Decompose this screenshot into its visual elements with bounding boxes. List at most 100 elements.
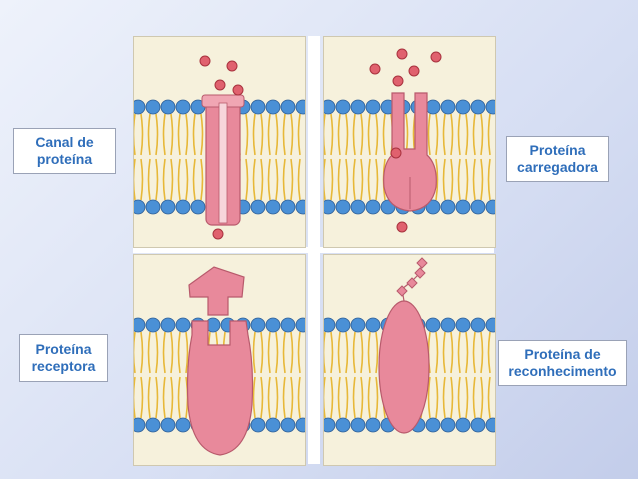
lipid-tail	[147, 376, 151, 419]
lipid-tail	[427, 376, 431, 419]
lipid-tail	[155, 113, 159, 156]
phospholipid-head	[455, 199, 471, 215]
phospholipid-head	[250, 199, 266, 215]
lipid-tail	[487, 158, 491, 201]
lipid-tail	[260, 376, 264, 419]
phospholipid-head	[470, 199, 486, 215]
lipid-tail	[367, 376, 371, 419]
lipid-tail	[330, 158, 334, 201]
lipid-tail	[192, 158, 196, 201]
lipid-tail	[245, 158, 249, 201]
lipid-tail	[487, 376, 491, 419]
lipid-tail	[375, 376, 379, 419]
lipid-tail	[177, 113, 181, 156]
phospholipid-head	[485, 99, 495, 115]
ion	[390, 147, 402, 159]
phospholipid-head	[265, 99, 281, 115]
lipid-tail	[330, 113, 334, 156]
sugar-unit	[416, 257, 428, 269]
phospholipid-head	[425, 199, 441, 215]
lipid-tail	[147, 113, 151, 156]
lipid-tail	[352, 376, 356, 419]
lipid-tail	[170, 158, 174, 201]
lipid-tail	[155, 331, 159, 374]
panel-protein-channel	[133, 36, 306, 248]
lipid-tail	[375, 113, 379, 156]
divider-horizontal	[133, 247, 494, 253]
phospholipid-head	[175, 99, 191, 115]
phospholipid-head	[324, 99, 336, 115]
ion	[396, 48, 408, 60]
lipid-tail	[442, 113, 446, 156]
phospholipid-head	[485, 199, 495, 215]
phospholipid-head	[440, 99, 456, 115]
lipid-tail	[155, 376, 159, 419]
phospholipid-head	[160, 199, 176, 215]
lipid-tail	[162, 376, 166, 419]
lipid-tail	[170, 331, 174, 374]
phospholipid-head	[280, 99, 296, 115]
phospholipid-head	[265, 317, 281, 333]
lipid-tail	[345, 331, 349, 374]
phospholipid-head	[335, 199, 351, 215]
lipid-tail	[297, 376, 301, 419]
lipid-tail	[140, 376, 144, 419]
lipid-tail	[147, 158, 151, 201]
ion	[408, 65, 420, 77]
lipid-tail	[177, 158, 181, 201]
carrier-protein-body	[383, 92, 437, 212]
phospholipid-head	[485, 417, 495, 433]
channel-pore	[218, 102, 228, 224]
lipid-tail	[324, 113, 326, 156]
signal-molecule	[188, 266, 245, 316]
lipid-tail	[472, 113, 476, 156]
phospholipid-head	[134, 417, 146, 433]
lipid-tail	[192, 113, 196, 156]
lipid-tail	[367, 113, 371, 156]
phospholipid-head	[350, 317, 366, 333]
recognition-protein-body	[378, 300, 430, 434]
phospholipid-head	[145, 99, 161, 115]
phospholipid-head	[295, 317, 305, 333]
lipid-tail	[472, 376, 476, 419]
lipid-tail	[162, 331, 166, 374]
lipid-tail	[465, 158, 469, 201]
lipid-tail	[465, 376, 469, 419]
lipid-tail	[140, 113, 144, 156]
protein-channel-illustration	[134, 55, 305, 240]
lipid-tail	[267, 113, 271, 156]
phospholipid-head	[160, 99, 176, 115]
lipid-tail	[324, 331, 326, 374]
lipid-tail	[134, 113, 136, 156]
lipid-tail	[375, 331, 379, 374]
panel-recognition-protein	[323, 254, 496, 466]
sugar-unit	[414, 267, 426, 279]
phospholipid-head	[350, 99, 366, 115]
lipid-tail	[382, 113, 386, 156]
lipid-tail	[290, 113, 294, 156]
lipid-tail	[337, 113, 341, 156]
lipid-tail	[465, 331, 469, 374]
lipid-tail	[352, 331, 356, 374]
phospholipid-head	[350, 417, 366, 433]
ion	[232, 84, 244, 96]
lipid-tail	[275, 158, 279, 201]
phospholipid-head	[455, 417, 471, 433]
lipid-tail	[367, 331, 371, 374]
lipid-tail	[435, 113, 439, 156]
lipid-tail	[267, 331, 271, 374]
lipid-tail	[134, 331, 136, 374]
lipid-tail	[345, 158, 349, 201]
sugar-unit	[396, 285, 408, 297]
lipid-tail	[337, 331, 341, 374]
lipid-tail	[297, 113, 301, 156]
lipid-tail	[324, 158, 326, 201]
phospholipid-head	[470, 317, 486, 333]
phospholipid-head	[265, 417, 281, 433]
lipid-tail	[487, 113, 491, 156]
lipid-tail	[457, 158, 461, 201]
lipid-tail	[155, 158, 159, 201]
lipid-tail	[360, 158, 364, 201]
ion	[226, 60, 238, 72]
lipid-tail	[360, 376, 364, 419]
